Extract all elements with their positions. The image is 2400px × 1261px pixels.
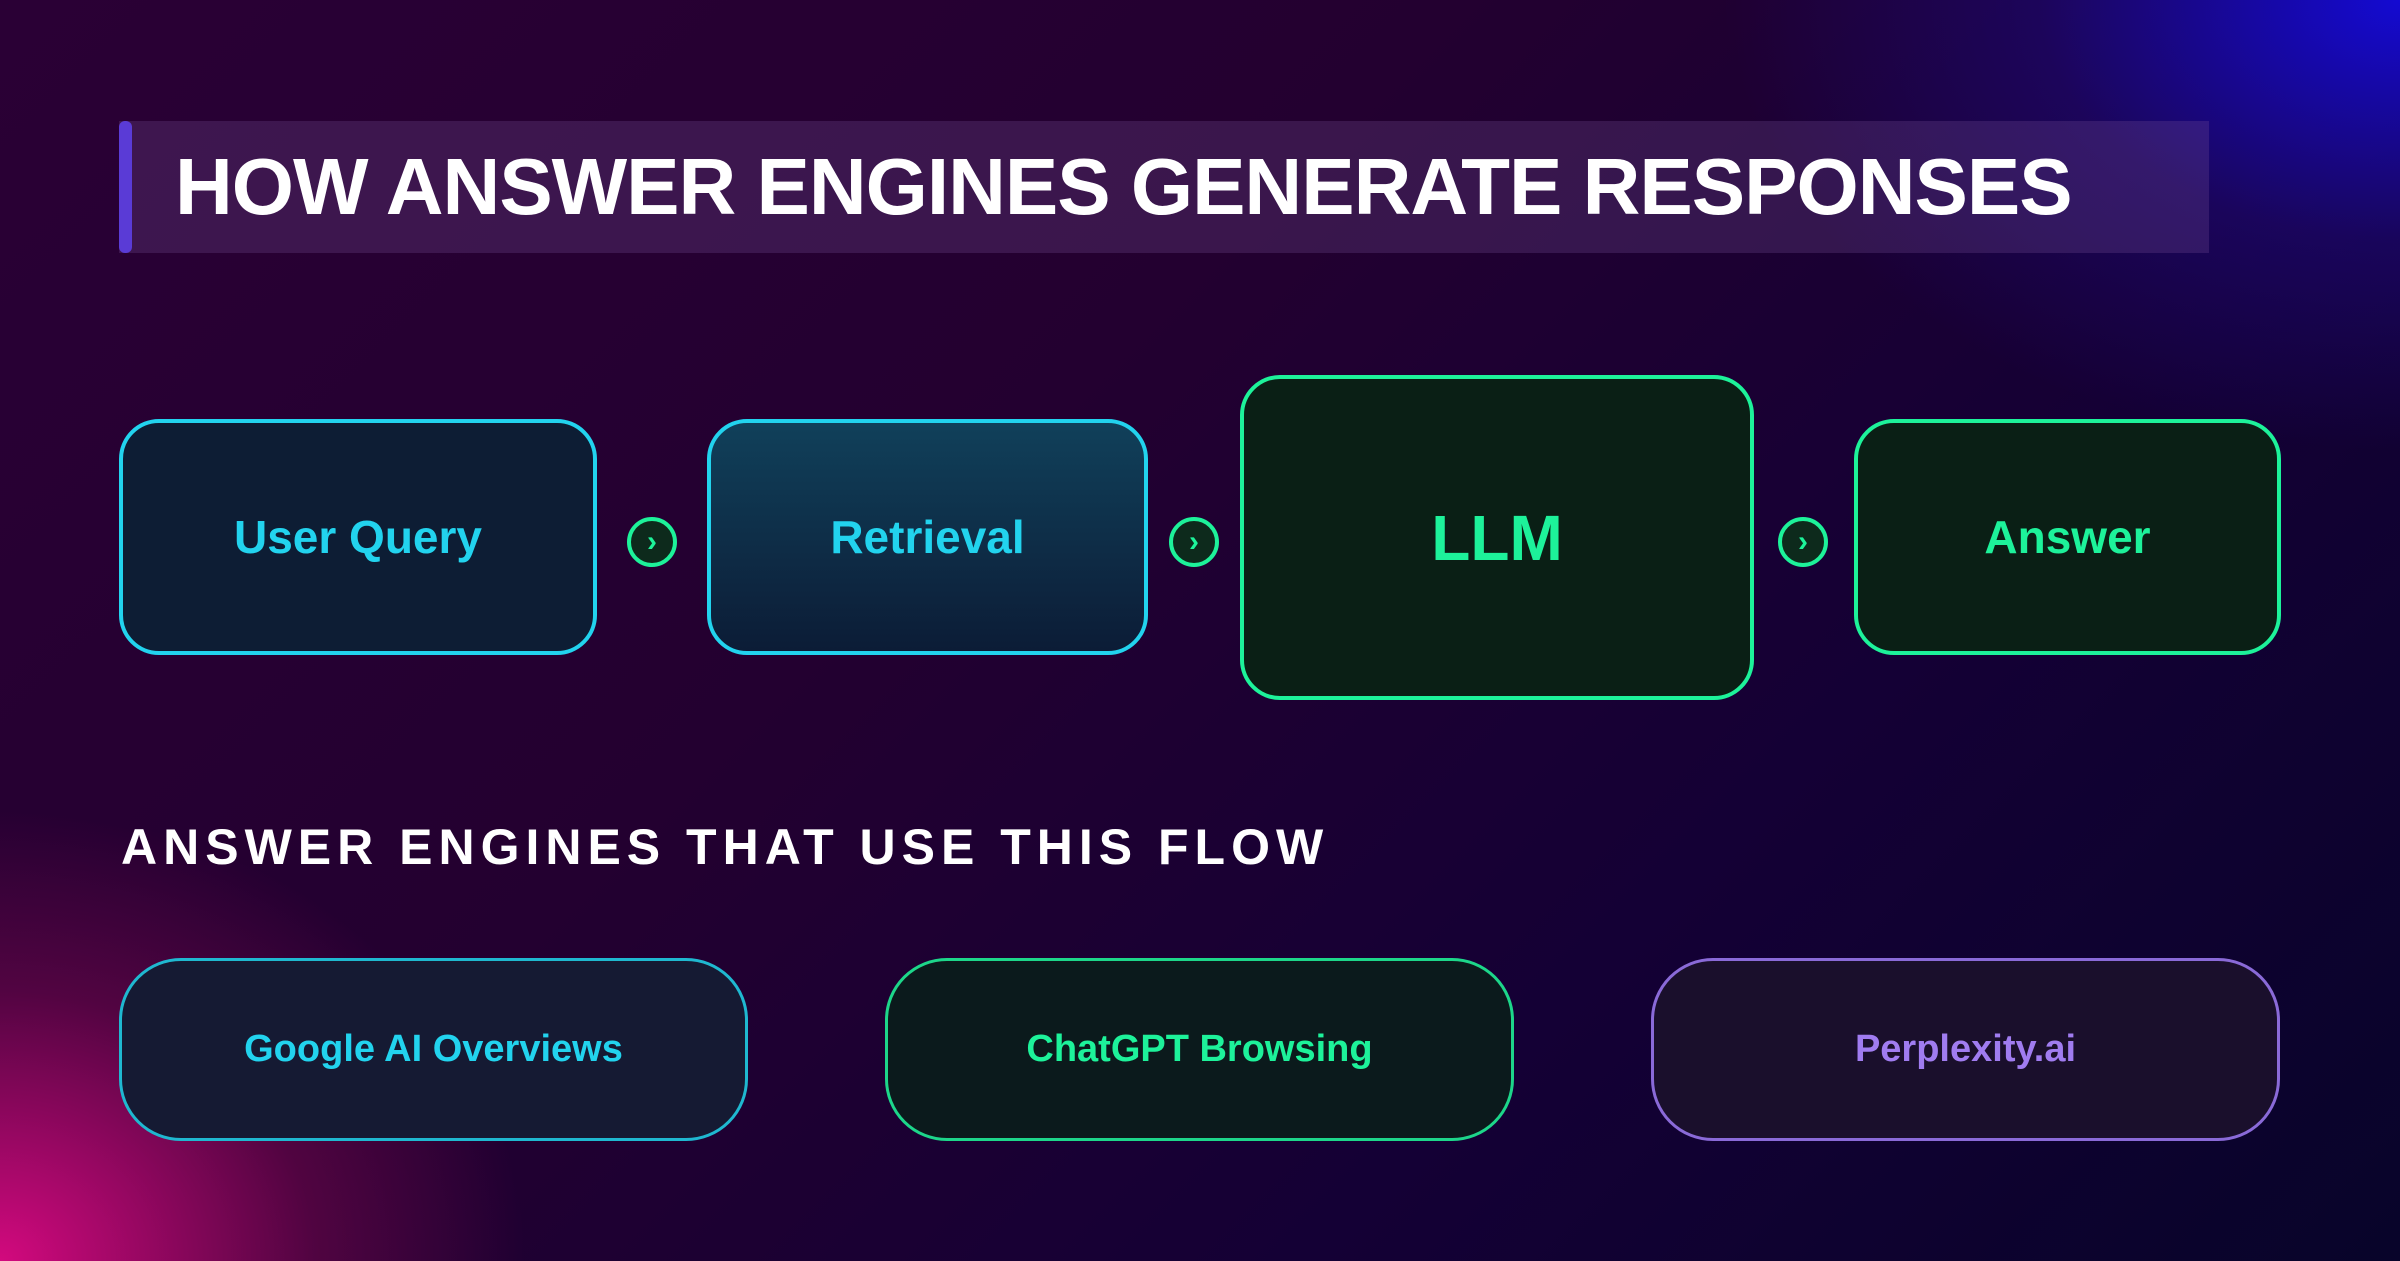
title-accent-bar — [119, 121, 132, 253]
flow-step-user-query: User Query — [119, 419, 597, 655]
engine-chatgpt-browsing: ChatGPT Browsing — [885, 958, 1514, 1141]
chevron-right-icon: › — [1169, 517, 1219, 567]
section-subtitle: ANSWER ENGINES THAT USE THIS FLOW — [121, 819, 1330, 875]
engine-perplexity: Perplexity.ai — [1651, 958, 2280, 1141]
flow-step-llm: LLM — [1240, 375, 1754, 700]
flow-step-answer: Answer — [1854, 419, 2281, 655]
engine-google-ai-overviews: Google AI Overviews — [119, 958, 748, 1141]
step-label: Answer — [1984, 511, 2151, 563]
chevron-right-icon: › — [627, 517, 677, 567]
engine-label: Google AI Overviews — [244, 1028, 623, 1070]
flow-step-retrieval: Retrieval — [707, 419, 1148, 655]
title-banner: HOW ANSWER ENGINES GENERATE RESPONSES — [119, 121, 2209, 253]
engine-label: Perplexity.ai — [1854, 1028, 2077, 1070]
engine-label: ChatGPT Browsing — [1026, 1028, 1373, 1070]
step-label: User Query — [233, 511, 482, 563]
step-label: Retrieval — [830, 511, 1025, 563]
step-label: LLM — [1431, 501, 1563, 574]
page-title: HOW ANSWER ENGINES GENERATE RESPONSES — [175, 142, 2073, 231]
chevron-right-icon: › — [1778, 517, 1828, 567]
